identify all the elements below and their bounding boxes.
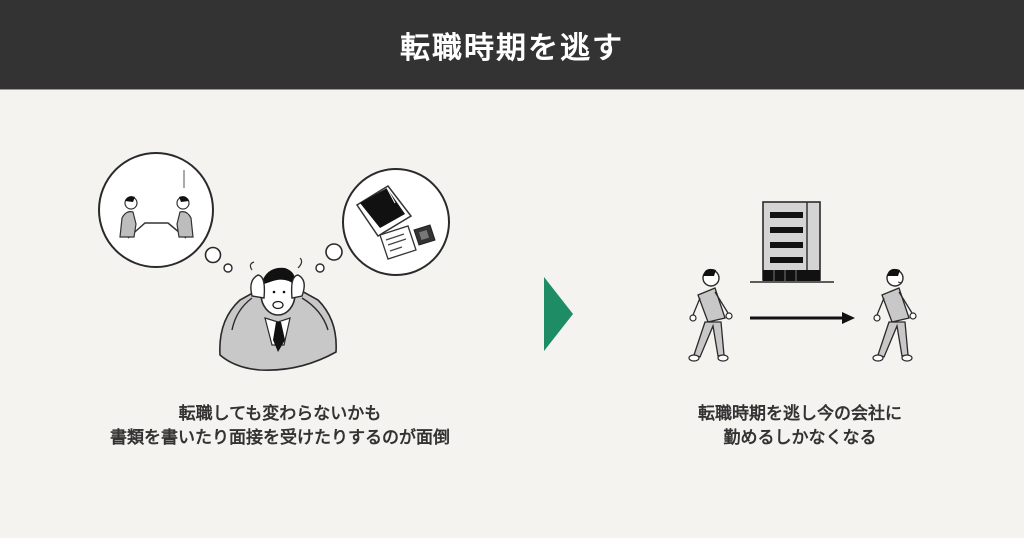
thought-dot-icon [315,263,325,273]
header-bar: 転職時期を逃す [0,0,1024,90]
thought-dot-icon [223,263,233,273]
walking-man-after-icon [872,268,917,362]
worried-businessman-icon [219,257,337,371]
job-interview-scene-icon [98,152,214,268]
triangle-right-icon [544,277,573,351]
right-caption-line-2: 勤めるしかなくなる [723,428,877,448]
resume-documents-icon [342,168,450,276]
office-building-icon [750,201,834,283]
thought-dot-icon [204,246,222,264]
right-caption-line-1: 転職時期を逃し今の会社に [698,404,902,424]
left-caption-line-2: 書類を書いたり面接を受けたりするのが面倒 [110,428,450,448]
left-caption-line-1: 転職しても変わらないかも [178,404,382,424]
right-caption: 転職時期を逃し今の会社に 勤めるしかなくなる [600,402,1000,450]
thought-dot-icon [325,243,343,261]
walking-man-before-icon [688,268,733,362]
page-title: 転職時期を逃す [400,30,624,66]
right-arrow-icon [750,312,855,324]
left-caption: 転職しても変わらないかも 書類を書いたり面接を受けたりするのが面倒 [40,402,520,450]
